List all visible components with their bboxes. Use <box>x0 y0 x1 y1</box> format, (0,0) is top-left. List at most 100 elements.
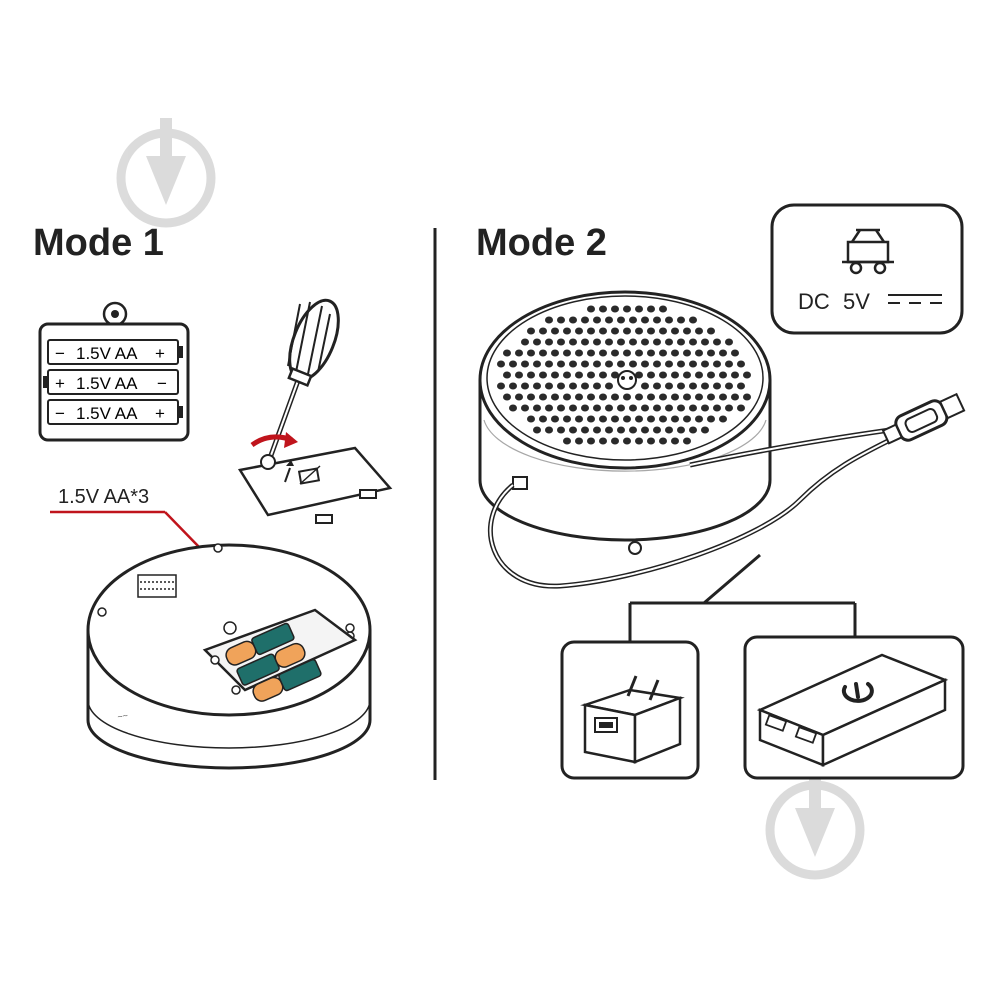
grille-hole <box>695 327 703 335</box>
grille-hole <box>575 415 583 423</box>
grille-hole <box>671 393 679 401</box>
grille-hole <box>707 327 715 335</box>
grille-hole <box>545 382 553 390</box>
grille-hole <box>599 371 607 379</box>
battery-callout-label: 1.5V AA*3 <box>58 486 149 508</box>
grille-hole <box>575 371 583 379</box>
grille-hole <box>611 371 619 379</box>
grille-hole <box>737 360 745 368</box>
grille-hole <box>623 393 631 401</box>
grille-hole <box>629 404 637 412</box>
grille-hole <box>671 327 679 335</box>
grille-hole <box>617 426 625 434</box>
rotate-arrow-icon <box>250 432 298 448</box>
battery-holder <box>38 301 190 442</box>
grille-hole <box>653 316 661 324</box>
grille-hole <box>689 316 697 324</box>
grille-hole <box>497 382 505 390</box>
grille-hole <box>575 393 583 401</box>
grille-hole <box>647 415 655 423</box>
grille-hole <box>587 327 595 335</box>
grille-hole <box>671 415 679 423</box>
grille-hole <box>713 382 721 390</box>
grille-hole <box>593 316 601 324</box>
grille-hole <box>653 382 661 390</box>
grille-hole <box>503 393 511 401</box>
grille-hole <box>515 371 523 379</box>
grille-hole <box>629 316 637 324</box>
grille-hole <box>653 338 661 346</box>
grille-hole <box>563 415 571 423</box>
grille-hole <box>563 349 571 357</box>
grille-hole <box>683 415 691 423</box>
grille-hole <box>653 404 661 412</box>
battery-row-1-left: − <box>55 344 65 363</box>
dc-power-symbol-icon <box>842 228 894 275</box>
grille-hole <box>707 371 715 379</box>
grille-hole <box>539 393 547 401</box>
grille-hole <box>629 338 637 346</box>
grille-hole <box>539 371 547 379</box>
grille-hole <box>605 426 613 434</box>
grille-hole <box>563 327 571 335</box>
grille-hole <box>599 327 607 335</box>
mode-2-title: Mode 2 <box>476 222 607 264</box>
grille-hole <box>677 316 685 324</box>
power-icon <box>841 682 874 703</box>
grille-hole <box>545 338 553 346</box>
battery-row-1-right: + <box>155 344 165 363</box>
grille-hole <box>569 404 577 412</box>
grille-hole <box>635 327 643 335</box>
dc-power-box <box>770 203 964 335</box>
grille-hole <box>701 426 709 434</box>
grille-hole <box>677 382 685 390</box>
grille-hole <box>569 360 577 368</box>
grille-hole <box>587 393 595 401</box>
grille-hole <box>623 415 631 423</box>
grille-hole <box>557 426 565 434</box>
grille-hole <box>683 437 691 445</box>
grille-hole <box>701 382 709 390</box>
grille-hole <box>635 349 643 357</box>
grille-hole <box>623 327 631 335</box>
grille-hole <box>689 382 697 390</box>
grille-hole <box>611 437 619 445</box>
grille-hole <box>713 360 721 368</box>
grille-hole <box>635 415 643 423</box>
grille-hole <box>545 360 553 368</box>
grille-hole <box>569 316 577 324</box>
grille-hole <box>719 349 727 357</box>
grille-hole <box>665 404 673 412</box>
grille-hole <box>647 327 655 335</box>
grille-hole <box>689 404 697 412</box>
grille-hole <box>731 349 739 357</box>
grille-hole <box>611 415 619 423</box>
grille-hole <box>659 437 667 445</box>
dc-symbol-lines <box>888 294 942 304</box>
grille-hole <box>557 338 565 346</box>
grille-hole <box>731 393 739 401</box>
battery-cover <box>237 446 393 524</box>
grille-hole <box>701 404 709 412</box>
grille-hole <box>719 393 727 401</box>
grille-hole <box>587 349 595 357</box>
grille-hole <box>569 426 577 434</box>
grille-hole <box>635 393 643 401</box>
grille-hole <box>665 360 673 368</box>
grille-hole <box>599 305 607 313</box>
grille-hole <box>725 338 733 346</box>
grille-hole <box>587 305 595 313</box>
grille-hole <box>581 426 589 434</box>
grille-hole <box>659 327 667 335</box>
grille-hole <box>551 327 559 335</box>
grille-hole <box>743 393 751 401</box>
grille-hole <box>671 437 679 445</box>
grille-hole <box>719 415 727 423</box>
grille-hole <box>737 404 745 412</box>
grille-hole <box>647 437 655 445</box>
grille-hole <box>575 437 583 445</box>
grille-hole <box>533 426 541 434</box>
grille-hole <box>527 393 535 401</box>
grille-hole <box>689 426 697 434</box>
